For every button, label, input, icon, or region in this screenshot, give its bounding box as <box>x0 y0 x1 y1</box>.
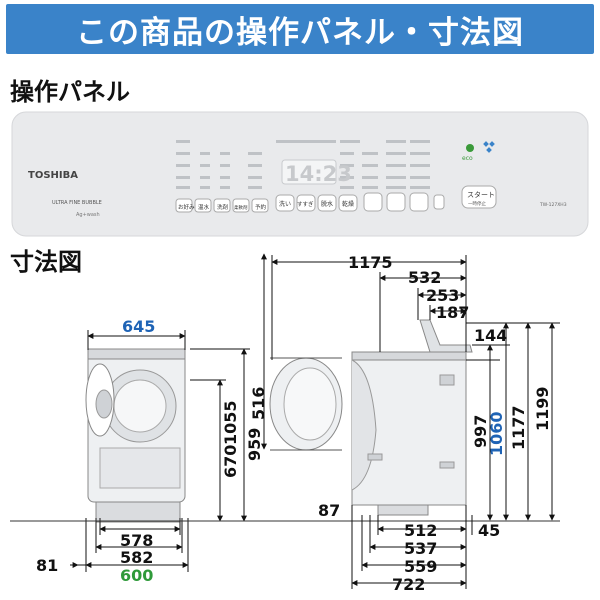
start-label: スタート <box>467 190 495 199</box>
label-okonomi: お好み <box>178 203 195 211</box>
dim-578: 578 <box>120 531 153 550</box>
start-sub: 一時停止 <box>468 200 486 207</box>
dim-537: 537 <box>404 539 437 558</box>
time-display: 14:23 <box>285 162 352 186</box>
label-kanso: 乾燥 <box>342 200 354 208</box>
dim-1177: 1177 <box>509 405 528 450</box>
side-view <box>351 319 473 516</box>
button-senzai[interactable] <box>213 198 231 213</box>
dim-645: 645 <box>122 317 155 336</box>
dim-1055: 1055 <box>221 400 240 445</box>
dim-516: 516 <box>249 387 268 420</box>
button-susugi[interactable] <box>296 194 316 212</box>
dim-582: 582 <box>120 548 153 567</box>
button-okonomi[interactable] <box>175 198 193 213</box>
dim-959: 959 <box>245 428 264 461</box>
dims-heading: 寸法図 <box>10 248 82 276</box>
button-onsui[interactable] <box>194 198 212 213</box>
button-course-3[interactable] <box>409 192 429 212</box>
brand-logo: TOSHIBA <box>28 170 78 181</box>
cycle-buttons: 洗い すすぎ 脱水 乾燥 <box>275 192 445 212</box>
dim-532: 532 <box>408 268 441 287</box>
panel-heading: 操作パネル <box>10 78 130 106</box>
bubble-label: ULTRA FINE BUBBLE <box>52 200 102 206</box>
button-course-1[interactable] <box>363 192 383 212</box>
dim-1199: 1199 <box>533 386 552 431</box>
dim-1175: 1175 <box>348 253 393 272</box>
dim-144: 144 <box>474 326 507 345</box>
label-dassui: 脱水 <box>321 200 333 208</box>
eco-icon <box>466 144 474 152</box>
button-arai[interactable] <box>275 194 295 212</box>
dim-600: 600 <box>120 566 153 585</box>
label-arai: 洗い <box>279 200 291 208</box>
dim-559: 559 <box>404 557 437 576</box>
dim-253: 253 <box>426 286 459 305</box>
button-lock[interactable] <box>433 194 445 210</box>
dim-670: 670 <box>221 445 240 478</box>
label-onsui: 温水 <box>198 203 210 211</box>
button-junanzai[interactable] <box>232 198 250 213</box>
button-course-2[interactable] <box>386 192 406 212</box>
button-kanso[interactable] <box>338 194 358 212</box>
label-yoyaku: 予約 <box>255 203 267 211</box>
label-senzai: 洗剤 <box>217 203 229 211</box>
dim-997: 997 <box>471 415 490 448</box>
label-susugi: すすぎ <box>297 200 314 208</box>
drum-door-view <box>269 357 343 451</box>
front-view <box>85 348 186 523</box>
wifi-dots-icon <box>483 141 495 153</box>
dim-1060: 1060 <box>487 411 506 456</box>
dim-722: 722 <box>392 575 425 594</box>
title-banner: この商品の操作パネル・寸法図 <box>6 4 594 54</box>
start-button[interactable] <box>461 185 497 209</box>
dim-87: 87 <box>318 501 340 520</box>
agwash-label: Ag+wash <box>76 212 100 218</box>
dim-81: 81 <box>36 556 58 575</box>
button-yoyaku[interactable] <box>251 198 269 213</box>
label-junanzai: 柔軟剤 <box>234 204 248 211</box>
banner-title: この商品の操作パネル・寸法図 <box>76 14 524 51</box>
dim-512: 512 <box>404 521 437 540</box>
left-buttons: お好み 温水 洗剤 柔軟剤 予約 <box>175 198 269 213</box>
dim-45: 45 <box>478 521 500 540</box>
model-number: TW-127XH3 <box>539 202 567 208</box>
dim-187: 187 <box>436 303 469 322</box>
eco-label: eco <box>462 155 473 162</box>
button-dassui[interactable] <box>317 194 337 212</box>
control-panel: TOSHIBA ULTRA FINE BUBBLE Ag+wash 14:23 … <box>11 111 589 237</box>
